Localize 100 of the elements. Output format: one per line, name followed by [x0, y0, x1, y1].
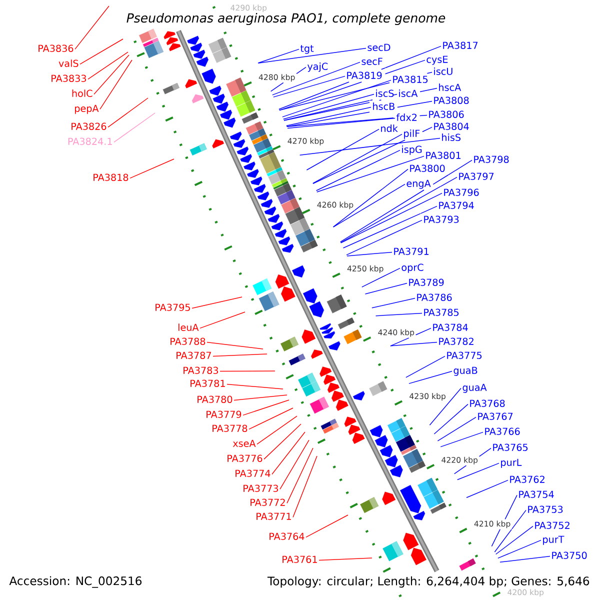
- leader-line: [282, 80, 392, 118]
- leader-line: [437, 416, 476, 442]
- leader-line: [272, 432, 306, 475]
- leader-line: [130, 158, 174, 179]
- gene-label: holC: [72, 90, 92, 97]
- gene-label: PA3778: [212, 424, 248, 432]
- gene-label: PA3787: [176, 352, 211, 359]
- leader-line: [279, 72, 432, 111]
- leader-line: [88, 52, 128, 80]
- gene-label: iscS: [376, 90, 394, 97]
- gene-label: PA3773: [244, 484, 278, 492]
- gene-label: PA3786: [417, 294, 452, 301]
- accession-text: Accession: NC_002516: [9, 576, 142, 588]
- gene-label: PA3775: [447, 352, 482, 359]
- leader-line: [292, 456, 318, 518]
- leader-line: [454, 448, 492, 474]
- leader-line: [494, 510, 526, 552]
- leader-line: [278, 46, 442, 110]
- gene-label: PA3797: [459, 172, 494, 180]
- gene-label: cysE: [426, 56, 448, 65]
- leader-line: [284, 94, 398, 121]
- gene-label: PA3836: [38, 44, 74, 52]
- leader-line: [362, 268, 400, 288]
- leader-line: [264, 424, 302, 460]
- gene-label: PA3753: [528, 506, 563, 513]
- leader-line: [80, 38, 124, 65]
- gene-label: PA3818: [94, 174, 128, 181]
- gene-label: PA3774: [236, 470, 270, 477]
- leader-line: [258, 48, 366, 64]
- leader-line: [316, 150, 400, 192]
- gene-label: PA3782: [439, 338, 474, 345]
- gene-label: PA3793: [424, 216, 459, 223]
- leader-line: [258, 48, 300, 64]
- leader-line: [108, 98, 148, 128]
- gene-label: PA3771: [256, 512, 291, 520]
- gene-label: oprC: [402, 264, 424, 273]
- gene-label: PA3754: [519, 490, 554, 498]
- gene-label: PA3788: [170, 338, 206, 345]
- leader-line: [273, 76, 346, 98]
- leader-line: [312, 134, 402, 184]
- gene-label: iscU: [434, 68, 452, 75]
- leader-line: [340, 176, 458, 244]
- leader-line: [280, 440, 310, 490]
- gene-label: ispG: [402, 146, 422, 155]
- gene-label: valS: [58, 60, 78, 67]
- gene-label: hscA: [439, 84, 462, 91]
- gene-label: secF: [362, 58, 382, 65]
- leader-line: [306, 514, 348, 538]
- leader-line: [286, 106, 372, 126]
- leader-line: [279, 60, 426, 111]
- gene-label: xseA: [232, 440, 256, 447]
- gene-label: PA3791: [394, 248, 428, 255]
- gene-label: PA3752: [535, 522, 570, 529]
- leader-line: [272, 62, 360, 96]
- gene-label: PA3796: [444, 188, 479, 196]
- leader-line: [206, 342, 264, 350]
- leader-line: [286, 114, 428, 127]
- leader-line: [346, 252, 392, 256]
- gene-label: PA3833: [52, 74, 86, 82]
- gene-label: PA3798: [474, 156, 509, 163]
- leader-line: [74, 6, 110, 50]
- gene-label: PA3764: [270, 532, 304, 540]
- gene-label: PA3784: [433, 324, 468, 331]
- leader-line: [332, 168, 408, 228]
- leader-line: [248, 408, 294, 430]
- leader-line: [256, 416, 298, 445]
- gene-label: PA3789: [409, 278, 444, 286]
- leader-line: [457, 462, 500, 480]
- gene-label: PA3794: [439, 202, 474, 209]
- gene-label: PA3800: [410, 164, 445, 172]
- gene-label: PA3779: [206, 410, 242, 418]
- gene-label: PA3781: [190, 380, 225, 387]
- leader-line: [429, 388, 462, 426]
- gene-label: engA: [406, 180, 431, 189]
- gene-label: PA3795: [156, 304, 190, 311]
- gene-label: PA3776: [228, 454, 262, 462]
- gene-label: PA3826: [72, 122, 106, 130]
- gene-label: PA3806: [429, 110, 464, 118]
- gene-label: hisS: [442, 134, 461, 141]
- gene-label: PA3824.1: [68, 138, 112, 145]
- gene-label: PA3819: [347, 72, 382, 79]
- leader-line: [440, 432, 484, 448]
- gene-label: PA3815: [393, 76, 428, 83]
- leader-line: [200, 312, 246, 329]
- leader-line: [192, 296, 242, 309]
- leader-line: [283, 94, 374, 120]
- gene-label: pilF: [404, 130, 420, 139]
- leader-line: [342, 206, 438, 248]
- genome-stats-text: Topology: circular; Length: 6,264,404 bp; Genes: 5,646: [267, 576, 590, 588]
- leader-line: [242, 400, 290, 416]
- leader-line: [306, 128, 380, 170]
- leader-line: [434, 404, 468, 434]
- gene-label: iscA: [399, 90, 418, 97]
- gene-label: purT: [543, 536, 564, 545]
- leader-line: [318, 558, 372, 561]
- gene-label: tgt: [300, 45, 314, 54]
- gene-label: secD: [368, 44, 390, 51]
- leader-line: [316, 156, 424, 192]
- gene-label: leuA: [178, 324, 199, 331]
- leader-line: [286, 100, 432, 127]
